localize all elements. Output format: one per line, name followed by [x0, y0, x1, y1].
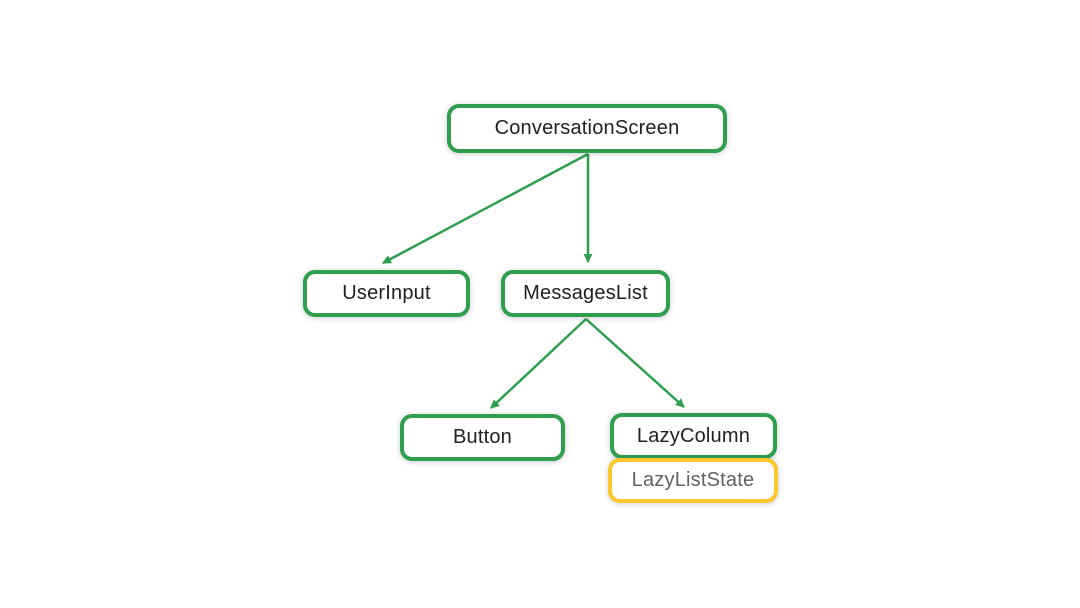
edge-messageslist-to-button	[490, 318, 587, 409]
node-messages-list: MessagesList	[501, 270, 670, 317]
node-lazy-list-state: LazyListState	[608, 458, 778, 503]
node-conversation-screen-label: ConversationScreen	[494, 117, 680, 139]
node-user-input-label: UserInput	[342, 282, 431, 304]
node-button: Button	[400, 414, 565, 461]
node-lazy-list-state-label: LazyListState	[631, 469, 755, 491]
node-messages-list-label: MessagesList	[523, 282, 648, 304]
node-lazy-column-label: LazyColumn	[636, 424, 751, 447]
node-user-input: UserInput	[303, 270, 470, 317]
edge-messageslist-to-lazycolumn	[585, 318, 685, 408]
node-conversation-screen: ConversationScreen	[447, 104, 727, 153]
node-button-label: Button	[452, 426, 513, 448]
node-lazy-column: LazyColumn	[610, 413, 777, 459]
edge-conversationscreen-to-userinput	[382, 152, 589, 265]
